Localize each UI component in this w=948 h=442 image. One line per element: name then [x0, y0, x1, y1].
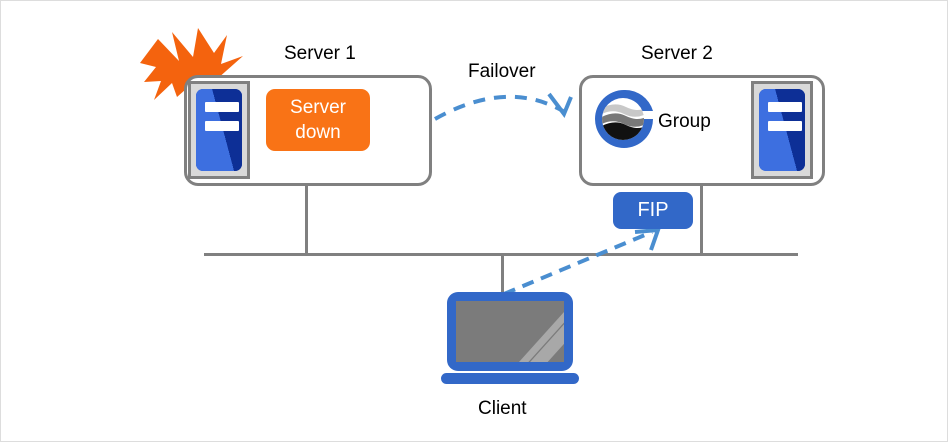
server-down-badge: Server down	[266, 89, 370, 151]
failover-label: Failover	[468, 61, 536, 82]
server1-title: Server 1	[284, 43, 356, 64]
rack-server-icon-2	[751, 81, 813, 179]
client-monitor-icon	[447, 292, 573, 371]
client-fip-arrow-head	[634, 227, 661, 251]
failover-arrow-head	[547, 92, 573, 119]
rack-slot-1	[768, 102, 802, 112]
group-label: Group	[658, 111, 711, 132]
fip-badge: FIP	[613, 192, 693, 229]
group-globe-icon	[595, 89, 653, 148]
rack-slot-1	[205, 102, 239, 112]
client-monitor-base	[441, 373, 579, 384]
rack-body	[196, 89, 242, 171]
burst-icon	[140, 28, 243, 100]
failover-arrow-path	[434, 94, 564, 121]
rack-body	[759, 89, 805, 171]
rack-slot-2	[768, 121, 802, 131]
server2-title: Server 2	[641, 43, 713, 64]
server-down-line1: Server	[290, 97, 346, 118]
client-title: Client	[478, 398, 527, 419]
rack-slot-2	[205, 121, 239, 131]
client-screen	[456, 301, 564, 362]
rack-server-icon	[188, 81, 250, 179]
client-fip-arrow-path	[503, 230, 653, 296]
server-down-line2: down	[295, 122, 341, 143]
